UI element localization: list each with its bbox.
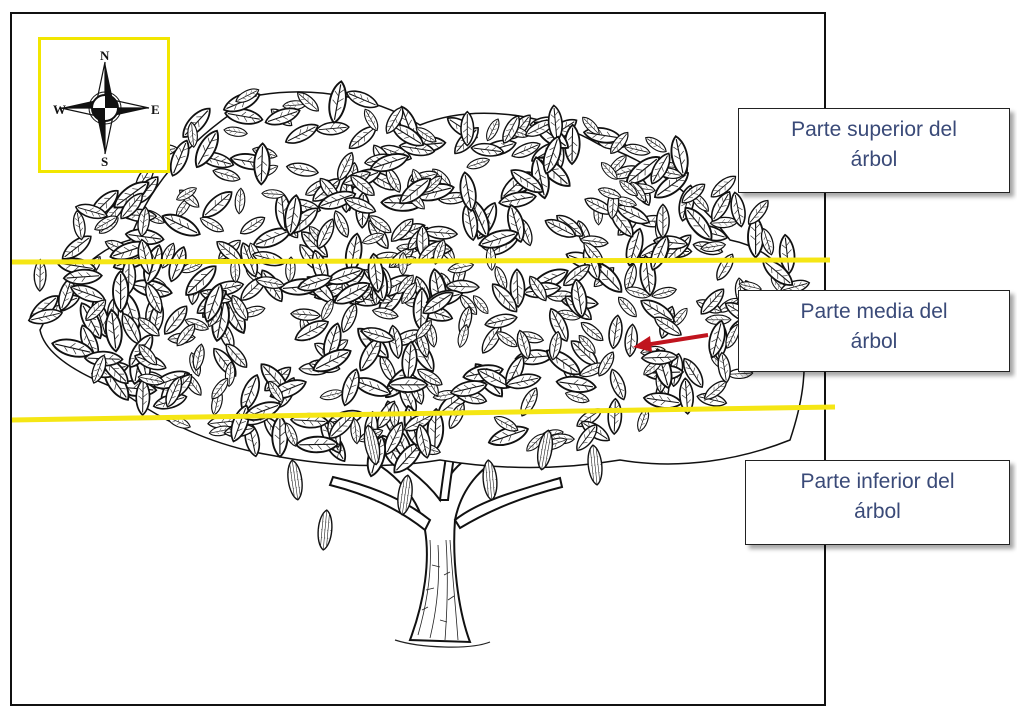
upper-zone-label-line2: árbol <box>739 145 1009 175</box>
upper-zone-label: Parte superior del árbol <box>738 108 1010 193</box>
lower-zone-label-line1: Parte inferior del <box>746 467 1009 497</box>
compass-panel: N S E W <box>38 37 170 173</box>
middle-zone-label-line1: Parte media del <box>739 297 1009 327</box>
compass-north-label: N <box>100 49 109 62</box>
compass-south-label: S <box>101 155 108 168</box>
upper-zone-label-line1: Parte superior del <box>739 115 1009 145</box>
upper-zone-line <box>12 260 830 262</box>
middle-zone-label: Parte media del árbol <box>738 290 1010 372</box>
lower-zone-label: Parte inferior del árbol <box>745 460 1010 545</box>
middle-zone-label-line2: árbol <box>739 327 1009 357</box>
lower-zone-label-line2: árbol <box>746 497 1009 527</box>
compass-west-label: W <box>53 103 66 116</box>
compass-east-label: E <box>151 103 160 116</box>
